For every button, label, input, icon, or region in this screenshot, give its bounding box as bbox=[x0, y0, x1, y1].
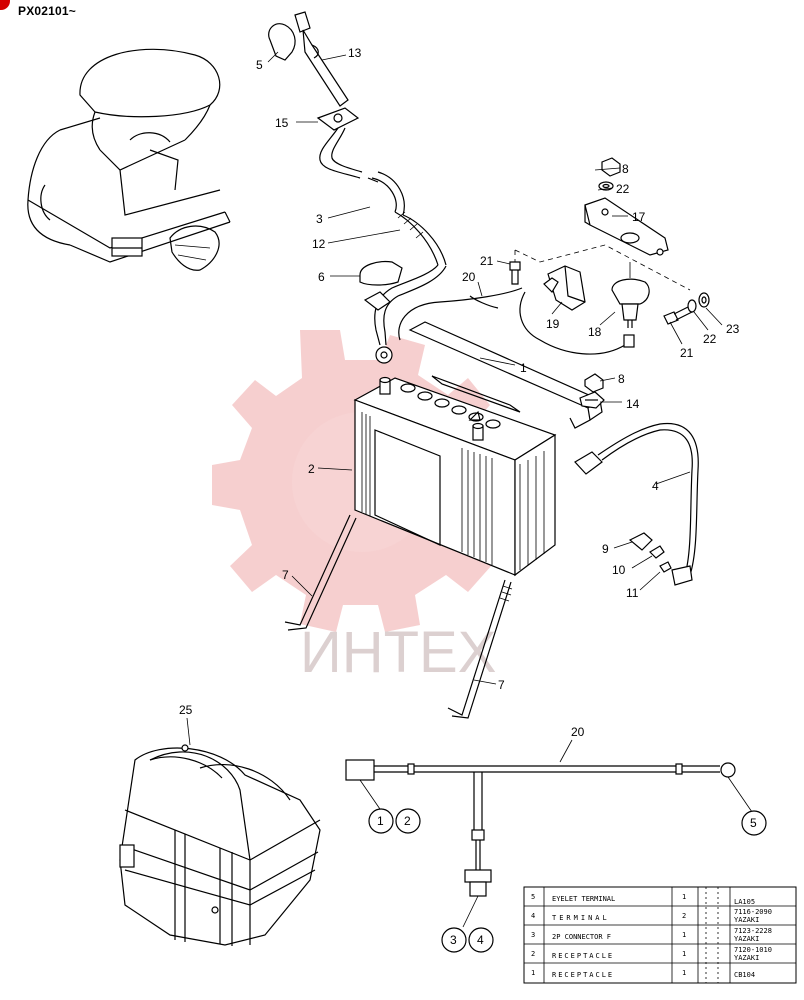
row5-code: LA105 bbox=[734, 898, 755, 906]
callout-12: 12 bbox=[312, 237, 326, 251]
callout-3: 3 bbox=[316, 212, 323, 226]
leader-lines bbox=[186, 51, 723, 763]
balloon-2: 2 bbox=[404, 814, 411, 828]
row2-name: RECEPTACLE bbox=[552, 952, 614, 960]
positive-cable-assembly bbox=[268, 11, 447, 364]
row4-qty: 2 bbox=[682, 912, 686, 920]
row2-code: 7120-1010 bbox=[734, 946, 772, 954]
corner-marker bbox=[0, 0, 10, 10]
callout-8-lower: 8 bbox=[618, 372, 625, 386]
battery-cell-caps bbox=[400, 383, 501, 429]
balloon-3: 3 bbox=[450, 933, 457, 947]
callout-11: 11 bbox=[626, 586, 639, 600]
row3-qty: 1 bbox=[682, 931, 686, 939]
callout-21-lower: 21 bbox=[680, 346, 694, 360]
callout-4: 4 bbox=[652, 479, 659, 493]
row1-name: RECEPTACLE bbox=[552, 971, 614, 979]
row2-no: 2 bbox=[531, 950, 535, 958]
battery-hold-down bbox=[408, 321, 605, 429]
row3-code: 7123-2228 bbox=[734, 927, 772, 935]
row2-qty: 1 bbox=[682, 950, 686, 958]
callout-7-right: 7 bbox=[498, 678, 505, 692]
callout-18: 18 bbox=[588, 325, 602, 339]
balloon-5: 5 bbox=[750, 816, 757, 830]
bracket-and-switch-group bbox=[509, 157, 710, 328]
callout-20-lower: 20 bbox=[571, 725, 585, 739]
row1-code: CB104 bbox=[734, 971, 755, 979]
wire-harness-upper bbox=[398, 287, 635, 355]
row5-name: EYELET TERMINAL bbox=[552, 895, 615, 903]
row1-qty: 1 bbox=[682, 969, 686, 977]
battery bbox=[353, 375, 557, 577]
row3-maker: YAZAKI bbox=[734, 935, 759, 943]
row4-maker: YAZAKI bbox=[734, 916, 759, 924]
callout-20-upper: 20 bbox=[462, 270, 476, 284]
callout-9: 9 bbox=[602, 542, 609, 556]
serial-label: PX02101~ bbox=[18, 4, 76, 18]
balloon-1: 1 bbox=[377, 814, 384, 828]
row4-code: 7116-2090 bbox=[734, 908, 772, 916]
row3-name: 2P CONNECTOR F bbox=[552, 933, 611, 941]
row5-no: 5 bbox=[531, 893, 535, 901]
callout-2: 2 bbox=[308, 462, 315, 476]
watermark-text: ИНТЕХ bbox=[300, 620, 496, 685]
row5-qty: 1 bbox=[682, 893, 686, 901]
row4-no: 4 bbox=[531, 912, 535, 920]
callout-8-upper: 8 bbox=[622, 162, 629, 176]
callout-23: 23 bbox=[726, 322, 740, 336]
callout-17: 17 bbox=[632, 210, 646, 224]
callout-19: 19 bbox=[546, 317, 560, 331]
callout-10: 10 bbox=[612, 563, 626, 577]
row3-no: 3 bbox=[531, 931, 535, 939]
callout-14: 14 bbox=[626, 397, 640, 411]
callout-balloons: 1 2 5 3 4 bbox=[368, 808, 767, 953]
parts-table: 5 EYELET TERMINAL 1 LA105 4 TERMINAL 2 7… bbox=[523, 886, 797, 984]
row4-name: TERMINAL bbox=[552, 914, 610, 922]
callout-6: 6 bbox=[318, 270, 325, 284]
negative-cable bbox=[574, 422, 699, 586]
callout-13: 13 bbox=[348, 46, 362, 60]
wire-harness-lower bbox=[345, 759, 753, 928]
callout-7-left: 7 bbox=[282, 568, 289, 582]
row1-no: 1 bbox=[531, 969, 535, 977]
callout-25: 25 bbox=[179, 703, 193, 717]
callout-1: 1 bbox=[520, 361, 527, 375]
callout-numbers: 5 13 15 3 12 6 20 8 22 17 21 19 18 21 22… bbox=[179, 46, 740, 739]
hold-down-rods bbox=[284, 514, 513, 719]
callout-22-lower: 22 bbox=[703, 332, 717, 346]
tractor-seat-illustration bbox=[27, 48, 231, 271]
row2-maker: YAZAKI bbox=[734, 954, 759, 962]
callout-15: 15 bbox=[275, 116, 289, 130]
battery-cover bbox=[119, 744, 321, 946]
callout-5: 5 bbox=[256, 58, 263, 72]
callout-22-upper: 22 bbox=[616, 182, 630, 196]
balloon-4: 4 bbox=[477, 933, 484, 947]
callout-21-upper: 21 bbox=[480, 254, 494, 268]
